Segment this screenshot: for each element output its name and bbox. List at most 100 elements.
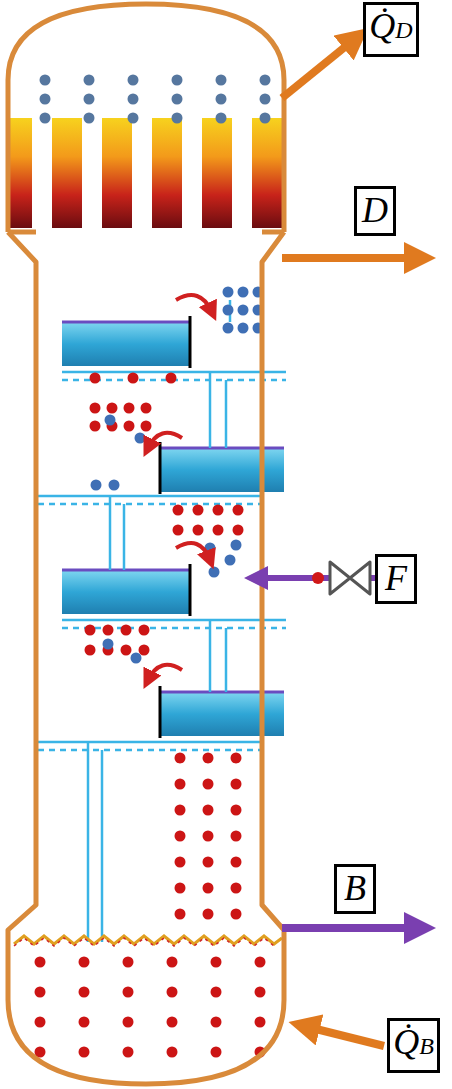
stream-subscript: D <box>395 18 412 42</box>
molecule-dot <box>211 987 222 998</box>
molecule-dot <box>40 113 51 124</box>
molecule-dot <box>35 987 46 998</box>
molecule-dot <box>223 323 234 334</box>
molecule-dot <box>79 1017 90 1028</box>
feed-valve <box>330 562 370 594</box>
molecule-dot <box>128 373 139 384</box>
stream-label-box: B <box>334 864 376 914</box>
feed-molecule <box>312 572 324 584</box>
molecule-dot <box>209 567 220 578</box>
stream-label-box: F <box>375 554 417 604</box>
distillate-arrow <box>282 254 420 262</box>
molecule-dot <box>173 505 184 516</box>
molecule-dot <box>79 987 90 998</box>
molecule-dot <box>123 1017 134 1028</box>
molecule-dot <box>167 1047 178 1058</box>
molecule-dot <box>203 779 214 790</box>
molecule-dot <box>85 645 96 656</box>
reboiler-heater <box>14 936 282 944</box>
molecule-dot <box>216 75 227 86</box>
stream-label-box: Q̇D <box>363 2 419 57</box>
stream-symbol: B <box>344 870 366 906</box>
molecule-dot <box>172 94 183 105</box>
molecule-dot <box>211 957 222 968</box>
molecule-dot <box>35 1017 46 1028</box>
molecule-dot <box>131 653 142 664</box>
molecule-dot <box>172 75 183 86</box>
molecule-dot <box>123 1047 134 1058</box>
molecule-dot <box>90 421 101 432</box>
molecule-dot <box>255 957 266 968</box>
molecule-dot <box>128 75 139 86</box>
molecule-dot <box>175 779 186 790</box>
molecule-dot <box>128 94 139 105</box>
molecule-dot <box>231 857 242 868</box>
molecule-dot <box>139 625 150 636</box>
molecule-dot <box>167 957 178 968</box>
molecule-dot <box>260 75 271 86</box>
stream-label-box: D <box>354 186 396 236</box>
molecule-dot <box>175 831 186 842</box>
molecule-dot <box>79 957 90 968</box>
molecule-dot <box>231 779 242 790</box>
molecule-dot <box>233 525 244 536</box>
molecule-dot <box>90 403 101 414</box>
column-shell <box>8 4 284 1084</box>
molecule-dot <box>79 1047 90 1058</box>
molecule-dot <box>213 525 224 536</box>
molecule-dot <box>231 831 242 842</box>
molecule-dot <box>175 857 186 868</box>
molecule-dot <box>216 113 227 124</box>
molecule-dot <box>203 909 214 920</box>
molecule-dot <box>128 113 139 124</box>
molecule-dot <box>109 480 120 491</box>
molecule-dot <box>141 403 152 414</box>
molecule-dot <box>231 540 242 551</box>
molecule-dot <box>167 1017 178 1028</box>
molecule-dot <box>211 1017 222 1028</box>
stream-symbol: Q̇ <box>369 8 395 44</box>
molecule-dot <box>203 883 214 894</box>
molecule-dot <box>167 987 178 998</box>
molecule-dot <box>107 403 118 414</box>
molecule-dot <box>166 373 177 384</box>
molecule-dot <box>175 883 186 894</box>
molecule-dot <box>85 625 96 636</box>
molecule-dot <box>255 1017 266 1028</box>
molecule-dot <box>175 805 186 816</box>
molecule-dot <box>238 287 249 298</box>
molecule-dot <box>231 883 242 894</box>
stream-subscript: B <box>419 1034 434 1058</box>
molecule-dot <box>203 857 214 868</box>
molecule-dot <box>103 639 114 650</box>
molecule-dot <box>223 305 234 316</box>
molecule-dot <box>233 505 244 516</box>
overflow-arrows <box>148 295 212 680</box>
stream-label-box: Q̇B <box>387 1018 440 1073</box>
molecule-dot <box>121 645 132 656</box>
molecule-dot <box>173 525 184 536</box>
molecule-dots <box>35 75 271 1058</box>
tray-plates <box>38 300 286 942</box>
molecule-dot <box>213 505 224 516</box>
molecule-dot <box>90 373 101 384</box>
condenser-heat-arrow <box>282 38 356 98</box>
molecule-dot <box>40 75 51 86</box>
molecule-dot <box>175 753 186 764</box>
molecule-dot <box>124 421 135 432</box>
molecule-dot <box>203 805 214 816</box>
molecule-dot <box>105 415 116 426</box>
molecule-dot <box>193 505 204 516</box>
molecule-dot <box>172 113 183 124</box>
molecule-dot <box>260 94 271 105</box>
molecule-dot <box>123 987 134 998</box>
molecule-dot <box>123 957 134 968</box>
molecule-dot <box>141 421 152 432</box>
molecule-dot <box>225 555 236 566</box>
condenser-bars <box>8 118 284 228</box>
molecule-dot <box>84 113 95 124</box>
molecule-dot <box>238 323 249 334</box>
molecule-dot <box>203 753 214 764</box>
molecule-dot <box>203 831 214 842</box>
